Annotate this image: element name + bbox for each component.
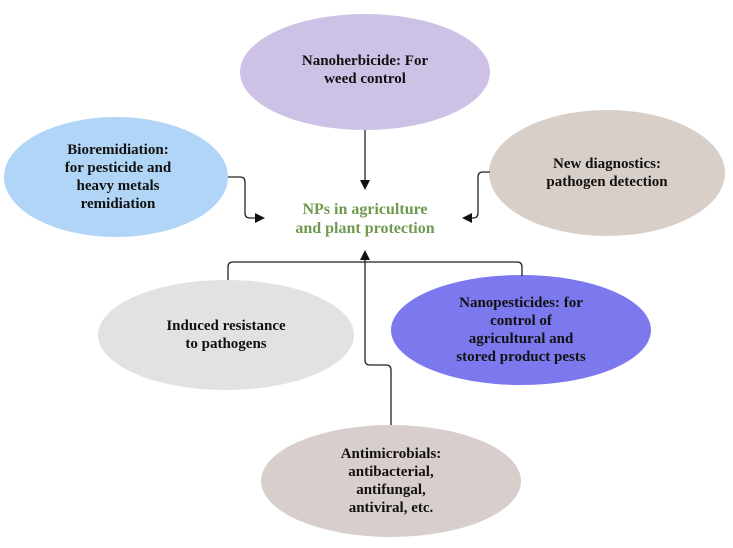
node-label-induced-resistance: Induced resistance to pathogens <box>166 318 286 352</box>
node-ellipse-nanopesticides <box>391 275 651 385</box>
arrow-bioremediation <box>228 176 265 223</box>
connector-induced-nanopesticides <box>227 261 523 280</box>
node-ellipse-diagnostics <box>489 110 725 236</box>
node-ellipse-antimicrobials <box>261 425 521 537</box>
node-label-nanoherbicide: Nanoherbicide: For weed control <box>301 53 429 87</box>
node-ellipse-induced-resistance <box>98 280 354 390</box>
node-ellipse-nanoherbicide <box>240 14 490 130</box>
arrow-diagnostics <box>462 171 490 223</box>
node-label-antimicrobials: Antimicrobials: antibacterial, antifunga… <box>340 446 442 516</box>
node-label-diagnostics: New diagnostics: pathogen detection <box>546 156 668 190</box>
arrow-antimicrobials <box>360 250 392 425</box>
node-label-bioremediation: Bioremidiation: for pesticide and heavy … <box>64 142 172 212</box>
center-topic: NPs in agriculture and plant protection <box>295 201 435 237</box>
node-label-nanopesticides: Nanopesticides: for control of agricultu… <box>456 295 586 365</box>
node-ellipse-bioremediation <box>4 117 228 237</box>
